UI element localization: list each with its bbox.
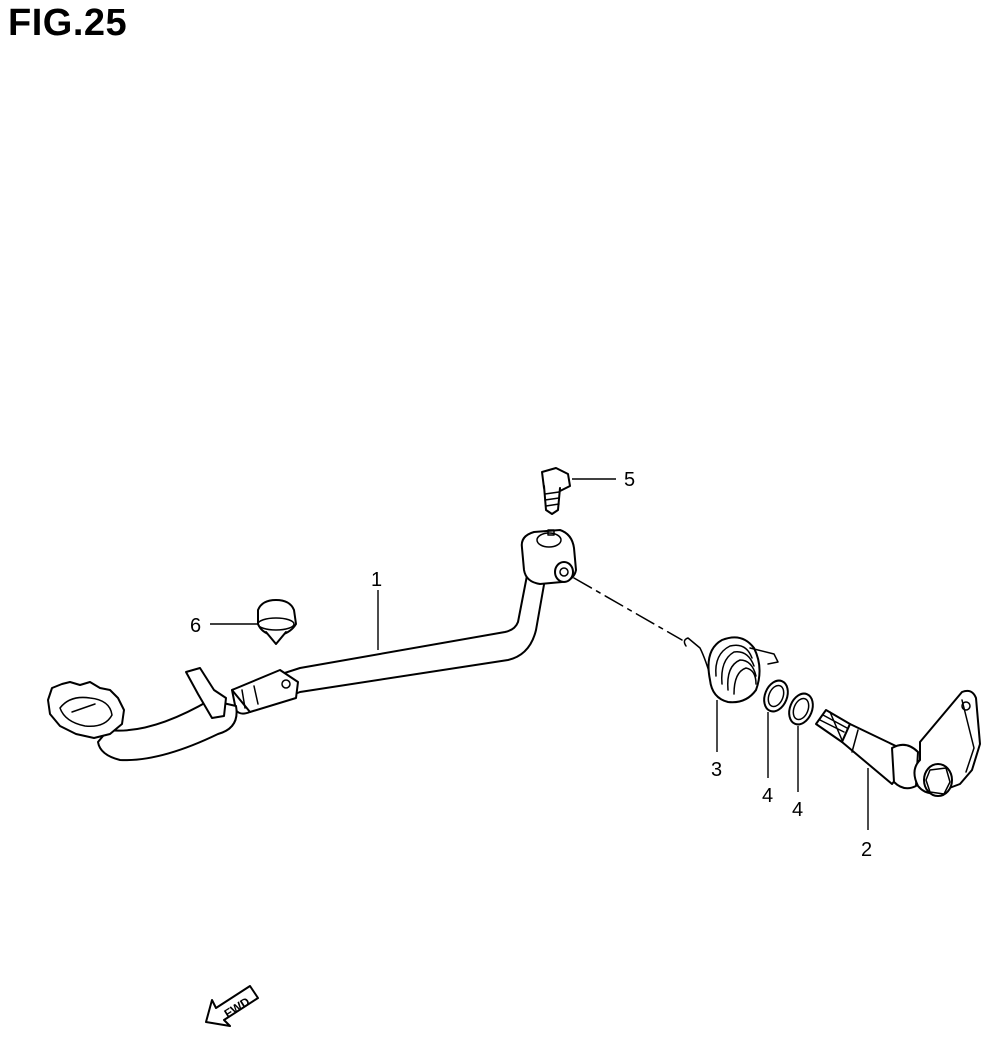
part-3-return-spring [683,636,779,704]
callout-4a: 4 [762,785,773,807]
part-1-brake-pedal [47,529,577,762]
figure-title: FIG.25 [8,2,128,44]
part-5-bolt [541,467,571,515]
callout-2: 2 [861,839,872,861]
part-2-brake-shaft [815,689,981,797]
callout-4b: 4 [792,799,803,821]
assembly-centerline [573,577,683,641]
part-6-rubber-cap [257,599,297,645]
callout-3: 3 [711,759,722,781]
part-4-washer-a [763,679,789,713]
part-4-washer-b [788,692,814,726]
callout-5: 5 [624,469,635,491]
callout-1: 1 [371,569,382,591]
fwd-arrow: FWD [205,985,259,1027]
callout-6: 6 [190,615,201,637]
